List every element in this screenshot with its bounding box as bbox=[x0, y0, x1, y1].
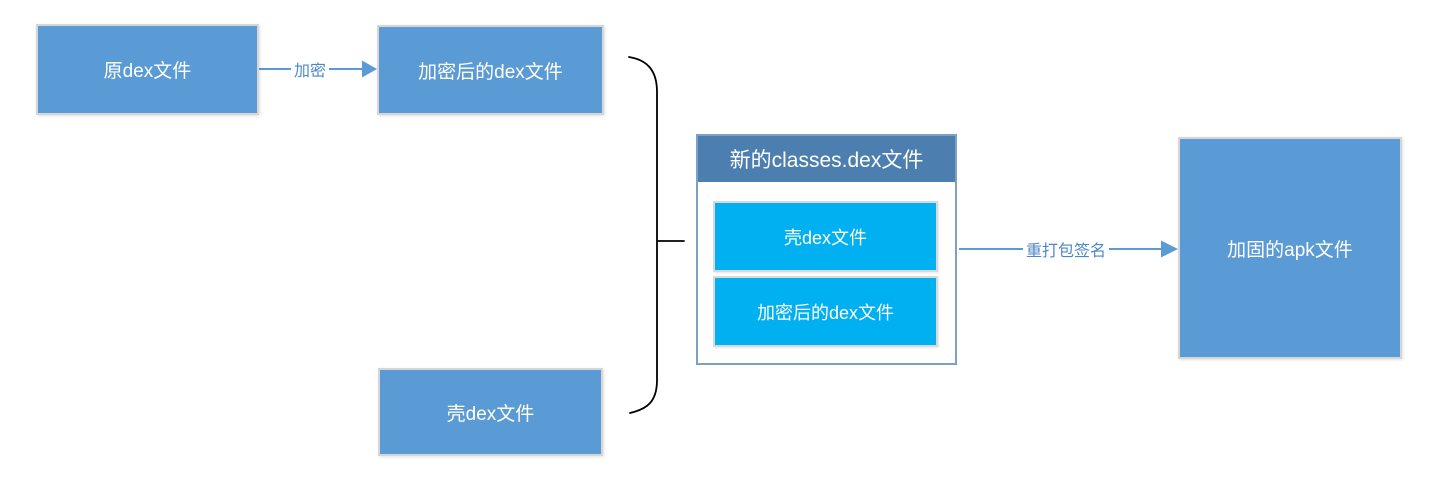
grouping-brace bbox=[628, 56, 685, 414]
group-new-classes-dex-header: 新的classes.dex文件 bbox=[698, 136, 955, 182]
node-shell-dex-label: 壳dex文件 bbox=[446, 403, 535, 425]
node-shell-dex: 壳dex文件 bbox=[378, 368, 603, 456]
inner-node-shell-dex-label: 壳dex文件 bbox=[783, 227, 868, 248]
node-original-dex-label: 原dex文件 bbox=[103, 61, 192, 82]
group-new-classes-dex-body: 壳dex文件 加密后的dex文件 bbox=[698, 182, 955, 363]
node-encrypted-dex: 加密后的dex文件 bbox=[377, 25, 604, 115]
edge-repack-sign-label: 重打包签名 bbox=[1022, 237, 1110, 261]
inner-node-encrypted-dex: 加密后的dex文件 bbox=[713, 276, 938, 347]
node-hardened-apk-label: 加固的apk文件 bbox=[1227, 239, 1353, 261]
node-hardened-apk: 加固的apk文件 bbox=[1178, 137, 1402, 359]
inner-node-encrypted-dex-label: 加密后的dex文件 bbox=[756, 302, 895, 323]
edge-repack-arrowhead bbox=[1161, 240, 1178, 258]
group-new-classes-dex: 新的classes.dex文件 壳dex文件 加密后的dex文件 bbox=[696, 134, 957, 365]
inner-node-shell-dex: 壳dex文件 bbox=[713, 201, 938, 272]
edge-encrypt-arrowhead bbox=[362, 60, 377, 78]
node-encrypted-dex-label: 加密后的dex文件 bbox=[418, 61, 563, 83]
edge-encrypt-label: 加密 bbox=[290, 57, 330, 81]
node-original-dex: 原dex文件 bbox=[36, 24, 259, 115]
